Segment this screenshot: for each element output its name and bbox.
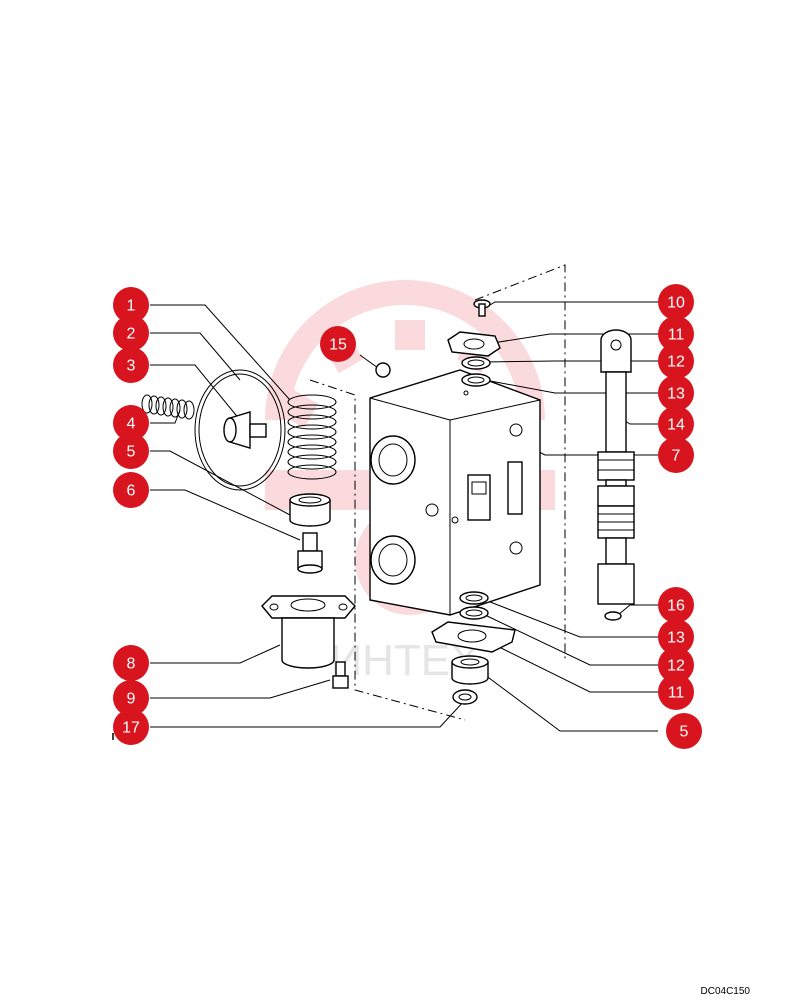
callout-number: 3 (127, 358, 136, 375)
callout-circle (666, 713, 702, 749)
callout-5: 5 (113, 433, 149, 469)
callout-number: 11 (668, 327, 685, 344)
callout-1: 1 (113, 287, 149, 323)
callout-3: 3 (113, 347, 149, 383)
callout-number: 12 (667, 658, 685, 675)
callout-number: 1 (127, 298, 136, 315)
callout-circle (658, 619, 694, 655)
callout-9: 9 (113, 680, 149, 716)
callout-circle (658, 674, 694, 710)
callout-number: 7 (672, 448, 681, 465)
callout-12: 12 (658, 343, 694, 379)
callout-circle (320, 326, 356, 362)
callout-circle (113, 680, 149, 716)
callout-6: 6 (113, 472, 149, 508)
callout-13: 13 (658, 375, 694, 411)
callout-2: 2 (113, 315, 149, 351)
bushing-right (451, 655, 489, 685)
callout-number: 10 (667, 295, 685, 312)
callout-number: 9 (127, 691, 136, 708)
callout-number: 6 (127, 483, 136, 500)
retaining-ring (604, 611, 622, 621)
callout-circle (658, 406, 694, 442)
bushing-left (289, 493, 331, 527)
callout-number: 16 (667, 598, 685, 615)
callout-number: 5 (680, 724, 689, 741)
callout-12: 12 (658, 647, 694, 683)
callout-circle (113, 315, 149, 351)
callout-14: 14 (658, 406, 694, 442)
callout-circle (113, 347, 149, 383)
drawing-code: DC04C150 (700, 986, 750, 997)
callout-circle (113, 405, 149, 441)
assembly-axis-lines (309, 264, 566, 721)
poppet (223, 411, 267, 449)
callout-16: 16 (658, 587, 694, 623)
seal-rings-bottom (459, 591, 489, 620)
callout-circle (113, 709, 149, 745)
valve-body (369, 369, 541, 616)
callout-17: 17 (113, 709, 149, 745)
callout-10: 10 (658, 284, 694, 320)
callout-number: 5 (127, 444, 136, 461)
ball (375, 362, 391, 378)
callout-number: 8 (127, 656, 136, 673)
callout-circle (658, 587, 694, 623)
callout-number: 2 (127, 326, 136, 343)
callout-circle (658, 437, 694, 473)
callout-number: 14 (667, 417, 685, 434)
callout-4: 4 (113, 405, 149, 441)
small-spring (141, 394, 195, 420)
callout-5: 5 (666, 713, 702, 749)
callout-number: 13 (667, 630, 685, 647)
screw (332, 661, 349, 689)
callout-circle (113, 472, 149, 508)
plunger (297, 532, 323, 574)
callout-circle (113, 645, 149, 681)
screw-top (473, 299, 491, 317)
callout-8: 8 (113, 645, 149, 681)
callout-number: 4 (127, 416, 136, 433)
flange-gasket-bottom (431, 621, 516, 653)
callout-circle (658, 647, 694, 683)
callout-circle (113, 287, 149, 323)
callout-7: 7 (658, 437, 694, 473)
cap-housing (261, 595, 356, 669)
callout-number: 17 (122, 720, 140, 737)
callout-circle (658, 316, 694, 352)
callout-number: 13 (667, 386, 685, 403)
callout-11: 11 (658, 674, 694, 710)
callout-13: 13 (658, 619, 694, 655)
callout-11: 11 (658, 316, 694, 352)
leader-lines (150, 301, 658, 732)
washer-bottom (452, 689, 478, 705)
flange-gasket-top (447, 331, 501, 357)
o-ring (194, 369, 286, 491)
callout-number: 15 (329, 337, 347, 354)
callout-number: 11 (668, 685, 685, 702)
callout-circle (113, 433, 149, 469)
large-spring (287, 394, 337, 480)
spool (597, 329, 635, 605)
callout-circle (658, 375, 694, 411)
seal-rings-top (461, 356, 491, 387)
callout-15: 15 (320, 326, 356, 362)
callout-circle (658, 284, 694, 320)
callout-number: 12 (667, 354, 685, 371)
callout-circle (658, 343, 694, 379)
